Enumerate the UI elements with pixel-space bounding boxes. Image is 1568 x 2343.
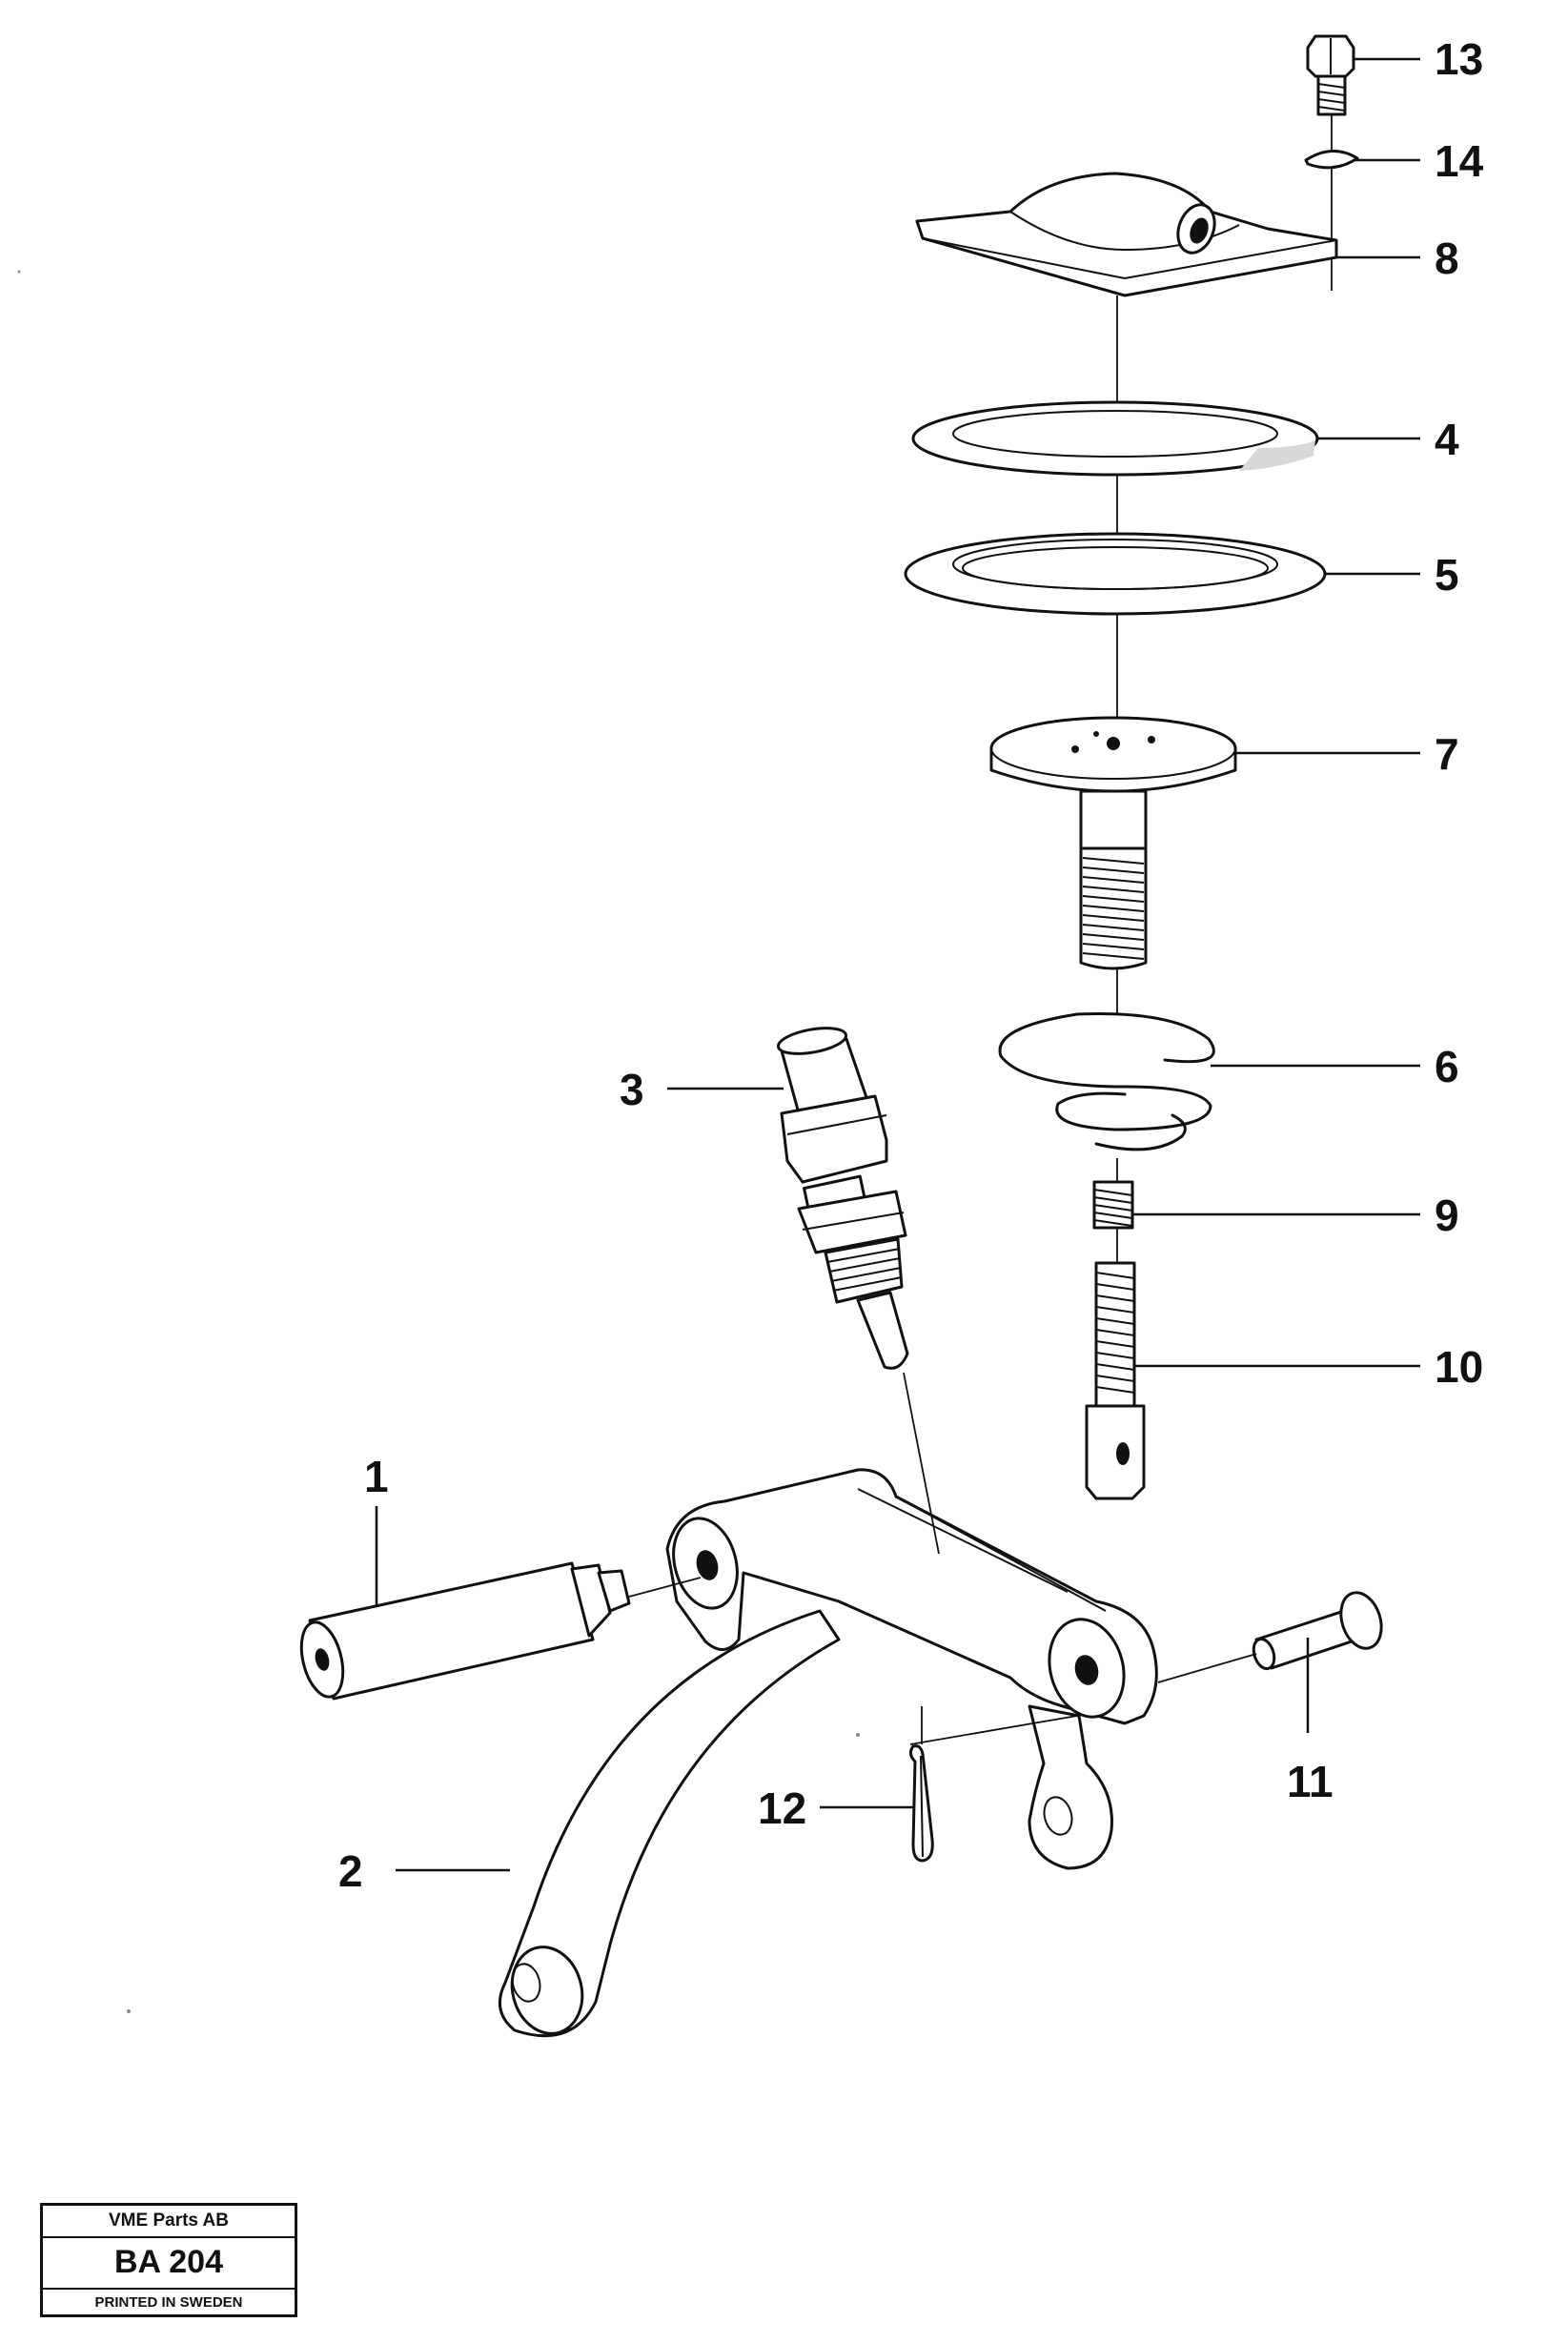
part-4-friction-ring [911, 400, 1319, 477]
callout-4: 4 [1435, 415, 1459, 464]
callout-9: 9 [1435, 1191, 1459, 1240]
callout-1: 1 [364, 1452, 389, 1501]
callout-8: 8 [1435, 234, 1459, 283]
pin-axis-line [628, 1577, 702, 1598]
part-7-piston [989, 716, 1237, 970]
callout-12: 12 [758, 1783, 806, 1833]
part-2-shift-fork [498, 1468, 1158, 2038]
title-block: VME Parts AB BA 204 PRINTED IN SWEDEN [40, 2203, 297, 2317]
callout-5: 5 [1435, 550, 1459, 600]
part-8-cover-plate [915, 172, 1338, 297]
callout-10: 10 [1435, 1342, 1483, 1392]
callout-2: 2 [338, 1846, 363, 1896]
part-11-clevis-pin [1252, 1591, 1383, 1671]
callout-14: 14 [1435, 136, 1484, 186]
callout-13: 13 [1435, 34, 1483, 84]
company-name: VME Parts AB [43, 2206, 295, 2238]
part-14-lock-washer [1304, 150, 1359, 170]
sensor-axis-line [903, 1372, 940, 1555]
part-10-spring-rod [1085, 1261, 1146, 1500]
part-9-small-spring [1092, 1180, 1134, 1230]
callout-11: 11 [1287, 1757, 1334, 1806]
printed-note: PRINTED IN SWEDEN [94, 2294, 243, 2311]
part-6-spiral-spring [998, 1012, 1215, 1151]
part-3-sensor [776, 1027, 909, 1370]
part-5-ring [904, 532, 1327, 616]
callout-7: 7 [1435, 729, 1459, 779]
part-12-split-pin [908, 1744, 934, 1863]
part-13-bolt [1306, 34, 1355, 116]
callout-3: 3 [620, 1065, 644, 1114]
clevis-axis-line [1157, 1653, 1257, 1683]
split-pin-axis-line [909, 1715, 1078, 1745]
callout-6: 6 [1435, 1042, 1459, 1091]
part-1-shaft-pin [299, 1561, 631, 1701]
drawing-code: BA 204 [43, 2236, 295, 2290]
